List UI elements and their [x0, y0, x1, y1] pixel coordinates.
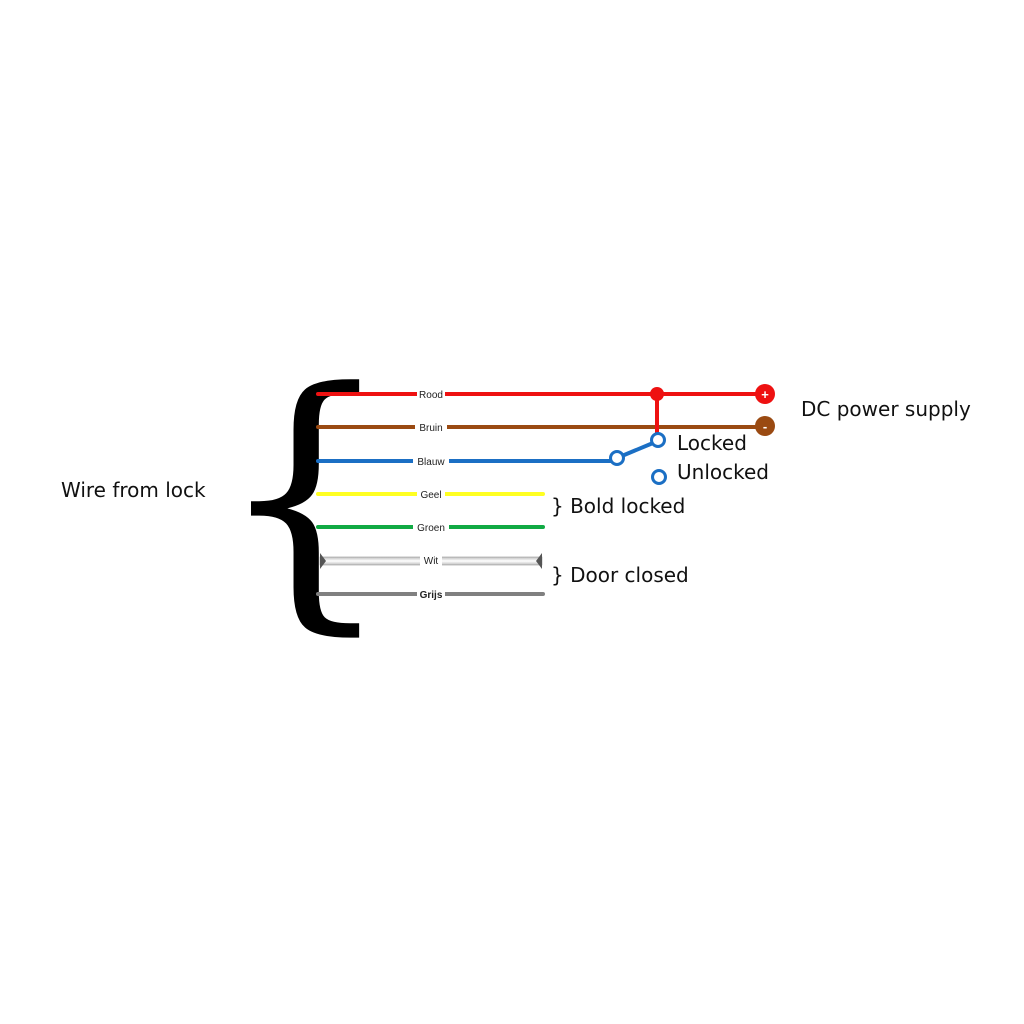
wire-label-wit: Wit: [424, 556, 439, 567]
wire-label-grijs: Grijs: [420, 590, 443, 601]
wire-label-blauw: Blauw: [417, 457, 445, 468]
wire-label-groen: Groen: [417, 523, 445, 534]
dc-power-supply-label: DC power supply: [801, 397, 971, 421]
unlocked-label: Unlocked: [677, 460, 769, 484]
wire-label-bruin: Bruin: [419, 423, 442, 434]
minus-terminal-icon: [755, 416, 775, 436]
wire-from-lock-label: Wire from lock: [61, 478, 206, 502]
plus-terminal-icon: [755, 384, 775, 404]
minus-terminal-sign: -: [763, 419, 767, 434]
plus-terminal-sign: +: [761, 387, 769, 402]
door-closed-label: } Door closed: [551, 563, 689, 587]
bold-locked-label: } Bold locked: [551, 494, 685, 518]
locked-label: Locked: [677, 431, 747, 455]
locked-contact: [650, 432, 666, 448]
wire-label-rood: Rood: [419, 390, 443, 401]
unlocked-contact: [651, 469, 667, 485]
switch-pivot-contact: [609, 450, 625, 466]
wire-label-geel: Geel: [420, 490, 441, 501]
red-junction-dot: [650, 387, 664, 401]
